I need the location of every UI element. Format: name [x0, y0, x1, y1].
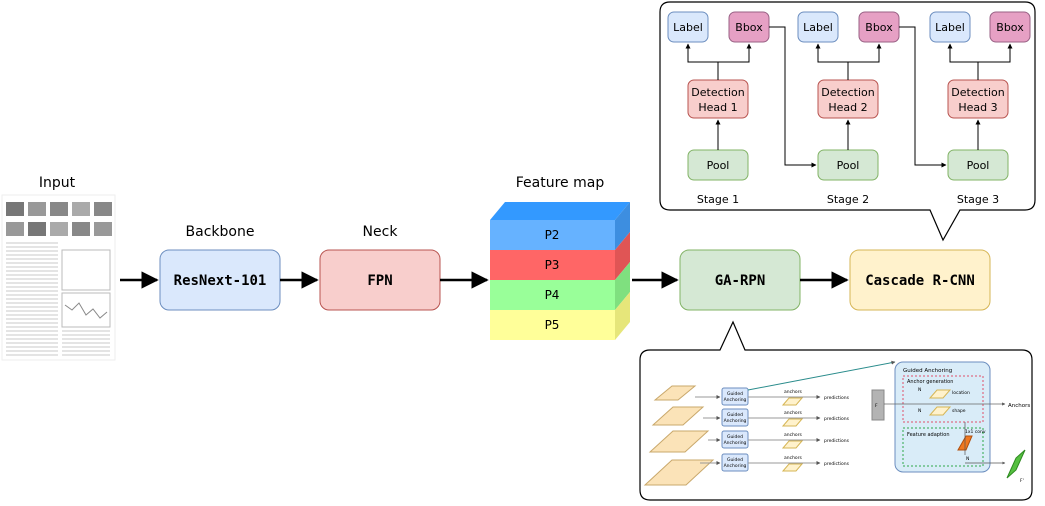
- ga-row-1: Guided Anchoring anchors predictions: [695, 387, 850, 406]
- feature-map-stack: [490, 202, 630, 340]
- ga-row2-anchors: anchors: [784, 410, 803, 416]
- stage2-detection: Detection: [821, 86, 874, 99]
- ga-shape: shape: [952, 408, 966, 414]
- ga-feature-pyramid: [643, 385, 715, 486]
- ga-row3-anchors: anchors: [784, 432, 803, 438]
- level-p3: P3: [545, 258, 560, 272]
- stage3-head: Head 3: [958, 101, 997, 114]
- ga-row4-guided: Guided: [727, 457, 743, 463]
- ga-ni-bottom: N: [918, 408, 921, 414]
- level-p2: P2: [545, 228, 560, 242]
- stage3-caption: Stage 3: [957, 193, 999, 206]
- stage1-head: Head 1: [698, 101, 737, 114]
- ga-row2-anchoring: Anchoring: [724, 418, 747, 424]
- stage2-bbox: Bbox: [865, 21, 893, 34]
- stage3-label: Label: [935, 21, 965, 34]
- stage3-bbox: Bbox: [996, 21, 1024, 34]
- ga-conv: 1x1 conv: [965, 429, 986, 435]
- ga-row4-predictions: predictions: [824, 461, 850, 467]
- ga-row1-guided: Guided: [727, 391, 743, 397]
- ga-anchor-generation: Anchor generation: [907, 379, 953, 385]
- cascade-stage-1: Label Bbox Detection Head 1 Pool Stage 1: [667, 11, 770, 206]
- backbone-title: Backbone: [186, 224, 255, 240]
- cascade-rcnn-box: [849, 249, 991, 311]
- bbox-to-pool-2-arrow: [769, 26, 817, 168]
- backbone-name: ResNext-101: [174, 273, 267, 289]
- stage3-pool: Pool: [967, 159, 990, 172]
- neck-title: Neck: [363, 224, 399, 240]
- stage2-head: Head 2: [828, 101, 867, 114]
- ga-row3-guided: Guided: [727, 434, 743, 440]
- ga-row2-guided: Guided: [727, 412, 743, 418]
- cascade-rcnn-name: Cascade R-CNN: [865, 273, 975, 289]
- ga-row1-anchors: anchors: [784, 389, 803, 395]
- ga-detail-module: F Guided Anchoring Anchor generation Anc…: [871, 361, 1030, 484]
- ga-row4-anchoring: Anchoring: [724, 463, 747, 469]
- ga-rpn-name: GA-RPN: [715, 273, 766, 289]
- bbox-to-pool-3-arrow: [899, 26, 947, 168]
- ga-location: location: [952, 390, 970, 396]
- level-p5: P5: [545, 318, 560, 332]
- ga-row-2: Guided Anchoring anchors predictions: [703, 408, 850, 427]
- stage2-caption: Stage 2: [827, 193, 869, 206]
- stage1-bbox: Bbox: [735, 21, 763, 34]
- stage1-label: Label: [673, 21, 703, 34]
- cascade-stage-3: Label Bbox Detection Head 3 Pool Stage 3: [929, 11, 1031, 206]
- stage1-detection: Detection: [691, 86, 744, 99]
- ga-row2-predictions: predictions: [824, 416, 850, 422]
- stage2-label: Label: [803, 21, 833, 34]
- ga-row1-anchoring: Anchoring: [724, 397, 747, 403]
- neck-name: FPN: [367, 273, 392, 289]
- ga-fi-prime: F': [1020, 478, 1024, 484]
- ga-detail-title: Guided Anchoring: [903, 368, 952, 374]
- stage3-detection: Detection: [951, 86, 1004, 99]
- ga-row3-predictions: predictions: [824, 438, 850, 444]
- ga-anchors-out: Anchors: [1008, 403, 1030, 409]
- ga-row3-anchoring: Anchoring: [724, 440, 747, 446]
- ga-fi-left: F: [875, 403, 878, 409]
- level-p4: P4: [545, 288, 560, 302]
- ga-ni-adapt: N: [966, 456, 969, 462]
- input-title: Input: [39, 175, 76, 191]
- ga-ni-top: N: [918, 387, 921, 393]
- ga-zoom-line: [747, 360, 896, 391]
- input-document-image: [1, 194, 116, 361]
- stage1-caption: Stage 1: [697, 193, 739, 206]
- stage1-pool: Pool: [707, 159, 730, 172]
- ga-row-3: Guided Anchoring anchors predictions: [708, 430, 850, 449]
- ga-row1-predictions: predictions: [824, 395, 850, 401]
- cascade-stage-2: Label Bbox Detection Head 2 Pool Stage 2: [797, 11, 900, 206]
- stage2-pool: Pool: [837, 159, 860, 172]
- ga-row-4: Guided Anchoring anchors predictions: [700, 453, 850, 472]
- ga-feature-adaption: Feature adaption: [907, 432, 950, 438]
- feature-map-title: Feature map: [516, 175, 605, 191]
- ga-row4-anchors: anchors: [784, 455, 803, 461]
